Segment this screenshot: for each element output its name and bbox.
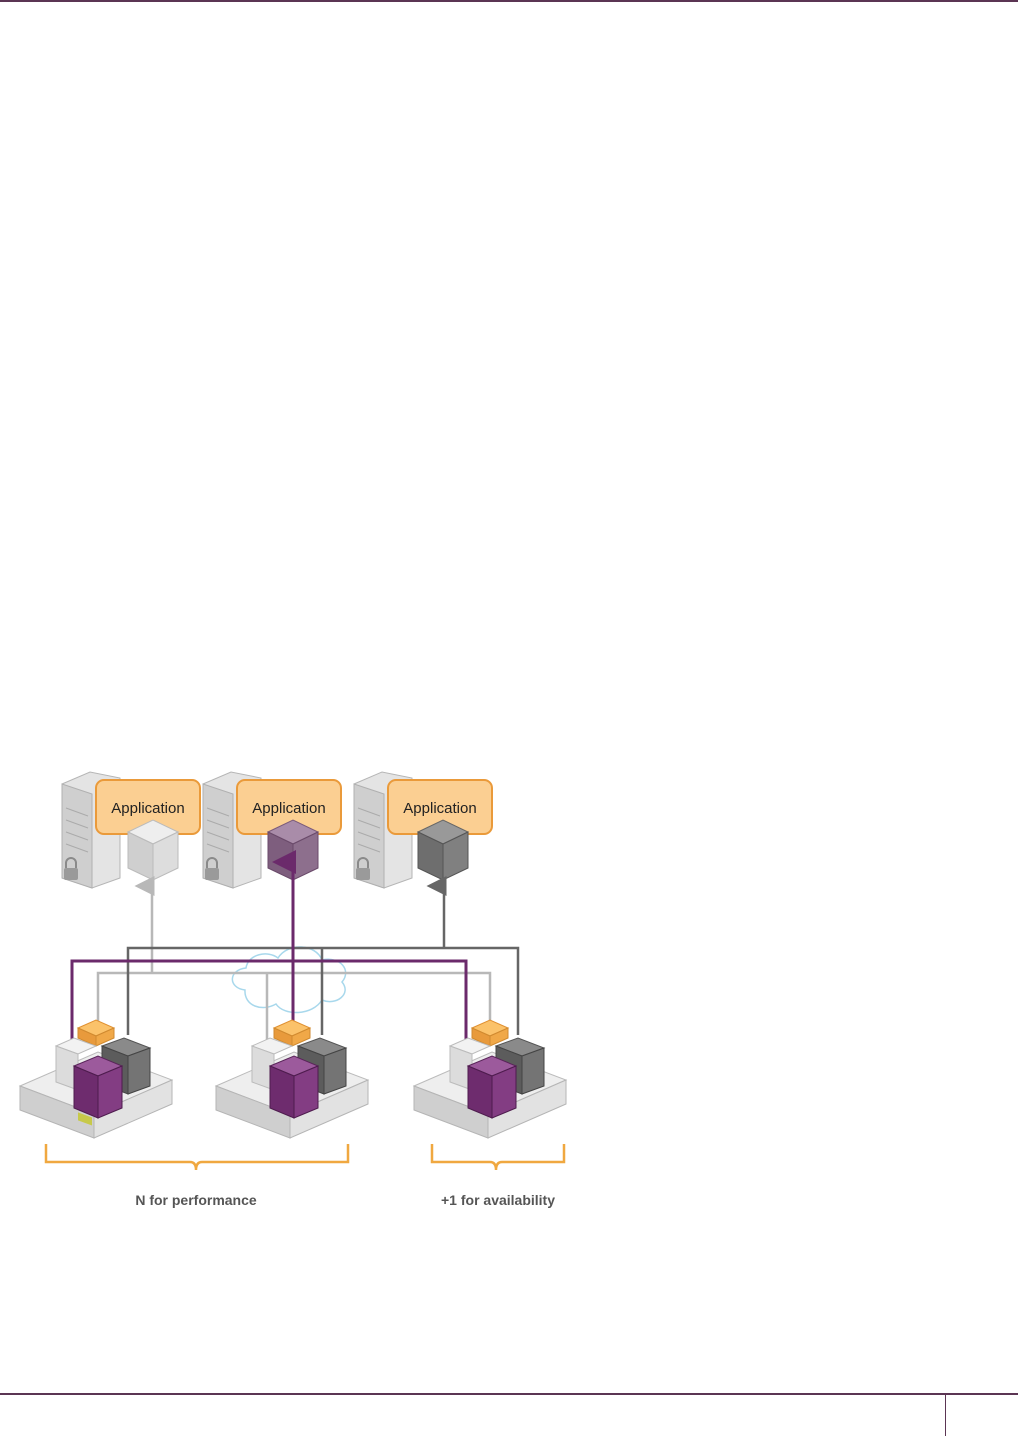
- brace-performance: [44, 1144, 350, 1171]
- storage-node-1: [18, 1019, 174, 1139]
- link-purple: [70, 850, 468, 1042]
- application-server-3: Application: [353, 771, 493, 889]
- application-cube: [416, 819, 470, 881]
- caption-performance: N for performance: [135, 1192, 257, 1208]
- application-label: Application: [252, 800, 325, 817]
- lock-icon: [64, 868, 78, 880]
- footer-divider: [945, 1395, 946, 1436]
- application-server-1: Application: [61, 771, 201, 889]
- footer-rule: [0, 1393, 1018, 1395]
- lock-icon: [205, 868, 219, 880]
- lock-icon: [356, 868, 370, 880]
- application-label: Application: [403, 800, 476, 817]
- application-cube: [126, 819, 180, 881]
- application-server-2: Application: [202, 771, 342, 889]
- storage-node-2: [214, 1019, 370, 1139]
- application-label: Application: [111, 800, 184, 817]
- network-cloud-icon: [231, 946, 347, 1014]
- n-plus-one-diagram: Application Application: [0, 750, 600, 1230]
- brace-availability: [430, 1144, 566, 1171]
- caption-availability: +1 for availability: [441, 1192, 555, 1208]
- storage-node-3: [412, 1019, 568, 1139]
- header-rule: [0, 0, 1018, 2]
